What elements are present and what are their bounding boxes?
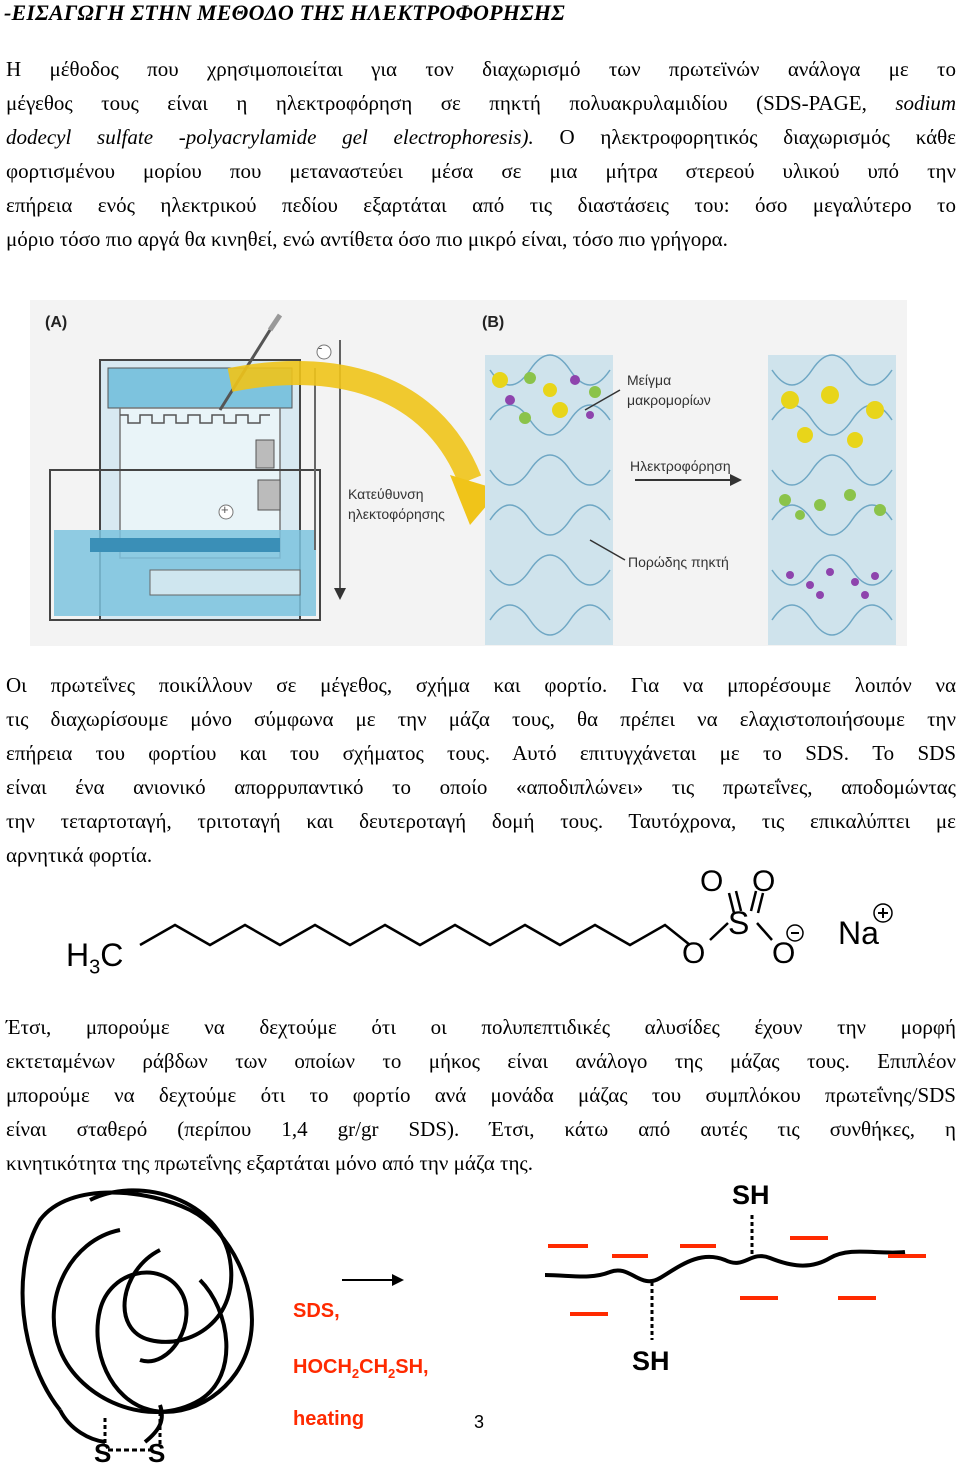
direction-arrowhead	[334, 588, 346, 600]
text-line: κινητικότητα της πρωτεΐνης εξαρτάται μόν…	[6, 1151, 533, 1175]
formula-part: HOCH	[293, 1356, 352, 1378]
porous-gel-label: Πορώδης πηκτή	[628, 554, 729, 570]
electrophoresis-label: Ηλεκτροφόρηση	[630, 458, 731, 474]
direction-label-line1: Κατεύθυνση	[348, 486, 424, 502]
negative-charges	[548, 1236, 926, 1316]
atom-o-anion: O	[772, 937, 796, 970]
text-line: είναι σταθερό (περίπου 1,4 gr/gr SDS). Έ…	[6, 1117, 956, 1141]
text-line: Οι πρωτεΐνες ποικίλλουν σε μέγεθος, σχήμ…	[6, 673, 956, 697]
subscript-2: 2	[351, 1366, 360, 1381]
electrophoresis-arrowhead	[730, 474, 742, 486]
folded-protein	[20, 1188, 254, 1444]
page-heading: -ΕΙΣΑΓΩΓΗ ΣΤΗΝ ΜΕΘΟΔΟ ΤΗΣ ΗΛΕΚΤΡΟΦΟΡΗΣΗΣ	[4, 0, 565, 25]
page-number: 3	[474, 1412, 485, 1432]
text-run: μέγεθος τους είναι η ηλεκτροφόρηση σε πη…	[6, 91, 896, 115]
atom-o-top-left: O	[700, 865, 724, 898]
denaturation-drawing	[20, 1188, 926, 1452]
text-line: αρνητικά φορτία.	[6, 843, 153, 867]
panel-b-label: (B)	[482, 314, 505, 331]
text-line: επήρεια ενός ηλεκτρικού πεδίου εξαρτάται…	[6, 193, 956, 217]
mixture-pointer	[584, 389, 621, 411]
text-line: dodecyl sulfate -polyacrylamide gel elec…	[6, 120, 956, 154]
sulfur-left-label: S	[94, 1438, 112, 1468]
electrophoresis-illustration	[49, 313, 896, 645]
text-line: Έτσι, μπορούμε να δεχτούμε ότι οι πολυπε…	[6, 1015, 956, 1039]
subscript-2: 2	[388, 1366, 396, 1381]
atom-c: C	[100, 937, 124, 973]
italic-run: sodium	[895, 91, 956, 115]
sulfur-right-label: S	[148, 1438, 166, 1468]
subscript-3: 3	[89, 956, 101, 979]
mixture-label-line2: μακρομορίων	[627, 392, 711, 408]
text-line: φορτισμένου μορίου που μεταναστεύει μέσα…	[6, 159, 956, 183]
text-line: επήρεια του φορτίου και του σχήματος του…	[6, 741, 956, 765]
gel-pointer	[589, 539, 626, 561]
zoom-arrow	[227, 361, 482, 485]
text-line: μπορούμε να δεχτούμε ότι το φορτίο ανά μ…	[6, 1083, 956, 1107]
gel-column	[485, 354, 896, 645]
methyl-group: H3C	[66, 937, 123, 979]
atom-o-ester: O	[682, 937, 706, 970]
reaction-arrowhead	[392, 1274, 404, 1286]
rod-paragraph: Έτσι, μπορούμε να δεχτούμε ότι οι πολυπε…	[6, 1010, 956, 1180]
italic-run: dodecyl sulfate -polyacrylamide gel elec…	[6, 125, 534, 149]
atom-s: S	[728, 905, 750, 941]
intro-paragraph: Η μέθοδος που χρησιμοποιείται για τον δι…	[6, 52, 956, 256]
text-line: είναι ένα ανιονικό απορρυπαντικό το οποί…	[6, 775, 956, 799]
minus-electrode-label: -	[318, 340, 323, 355]
text-line: την τεταρτοταγή, τριτοταγή και δευτεροτα…	[6, 809, 956, 833]
formula-part: CH	[359, 1356, 389, 1378]
panel-a-label: (A)	[45, 314, 68, 331]
denaturation-diagram: SDS, HOCH2CH2SH, heating SH SH S S 3	[0, 1180, 960, 1475]
thiol-top-label: SH	[732, 1180, 770, 1210]
reagent-sds: SDS,	[293, 1300, 340, 1322]
sds-paragraph: Οι πρωτεΐνες ποικίλλουν σε μέγεθος, σχήμ…	[6, 668, 956, 872]
atom-o-top-right: O	[752, 865, 776, 898]
unfolded-chain	[544, 1249, 906, 1284]
text-line: μόριο τόσο πιο αργά θα κινηθεί, ενώ αντί…	[6, 227, 728, 251]
text-run: Ο ηλεκτροφορητικός διαχωρισμός κάθε	[533, 125, 956, 149]
sds-structural-formula: H3C O O S O O Na	[60, 865, 940, 985]
electrophoresis-figure: (A) (B) - + Κατεύθυνση ηλεκτοφόρησης Μεί…	[30, 300, 907, 646]
text-line: τις διαχωρίσουμε μόνο σύμφωνα με την μάζ…	[6, 707, 956, 731]
reagent-mercaptoethanol: HOCH2CH2SH,	[293, 1356, 429, 1381]
sds-chain-drawing	[139, 890, 893, 947]
thiol-bottom-label: SH	[632, 1346, 670, 1376]
gel-tank	[49, 313, 332, 621]
sodium-ion: Na	[838, 915, 879, 951]
atom-h: H	[66, 937, 90, 973]
reagent-heating: heating	[293, 1408, 365, 1430]
text-line: εκτεταμένων ράβδων των οποίων το μήκος ε…	[6, 1049, 956, 1073]
text-line: μέγεθος τους είναι η ηλεκτροφόρηση σε πη…	[6, 86, 956, 120]
formula-part: SH,	[395, 1356, 429, 1378]
plus-electrode-label: +	[221, 502, 229, 517]
direction-label-line2: ηλεκτοφόρησης	[348, 506, 445, 522]
mixture-label-line1: Μείγμα	[627, 372, 672, 388]
text-line: Η μέθοδος που χρησιμοποιείται για τον δι…	[6, 57, 956, 81]
